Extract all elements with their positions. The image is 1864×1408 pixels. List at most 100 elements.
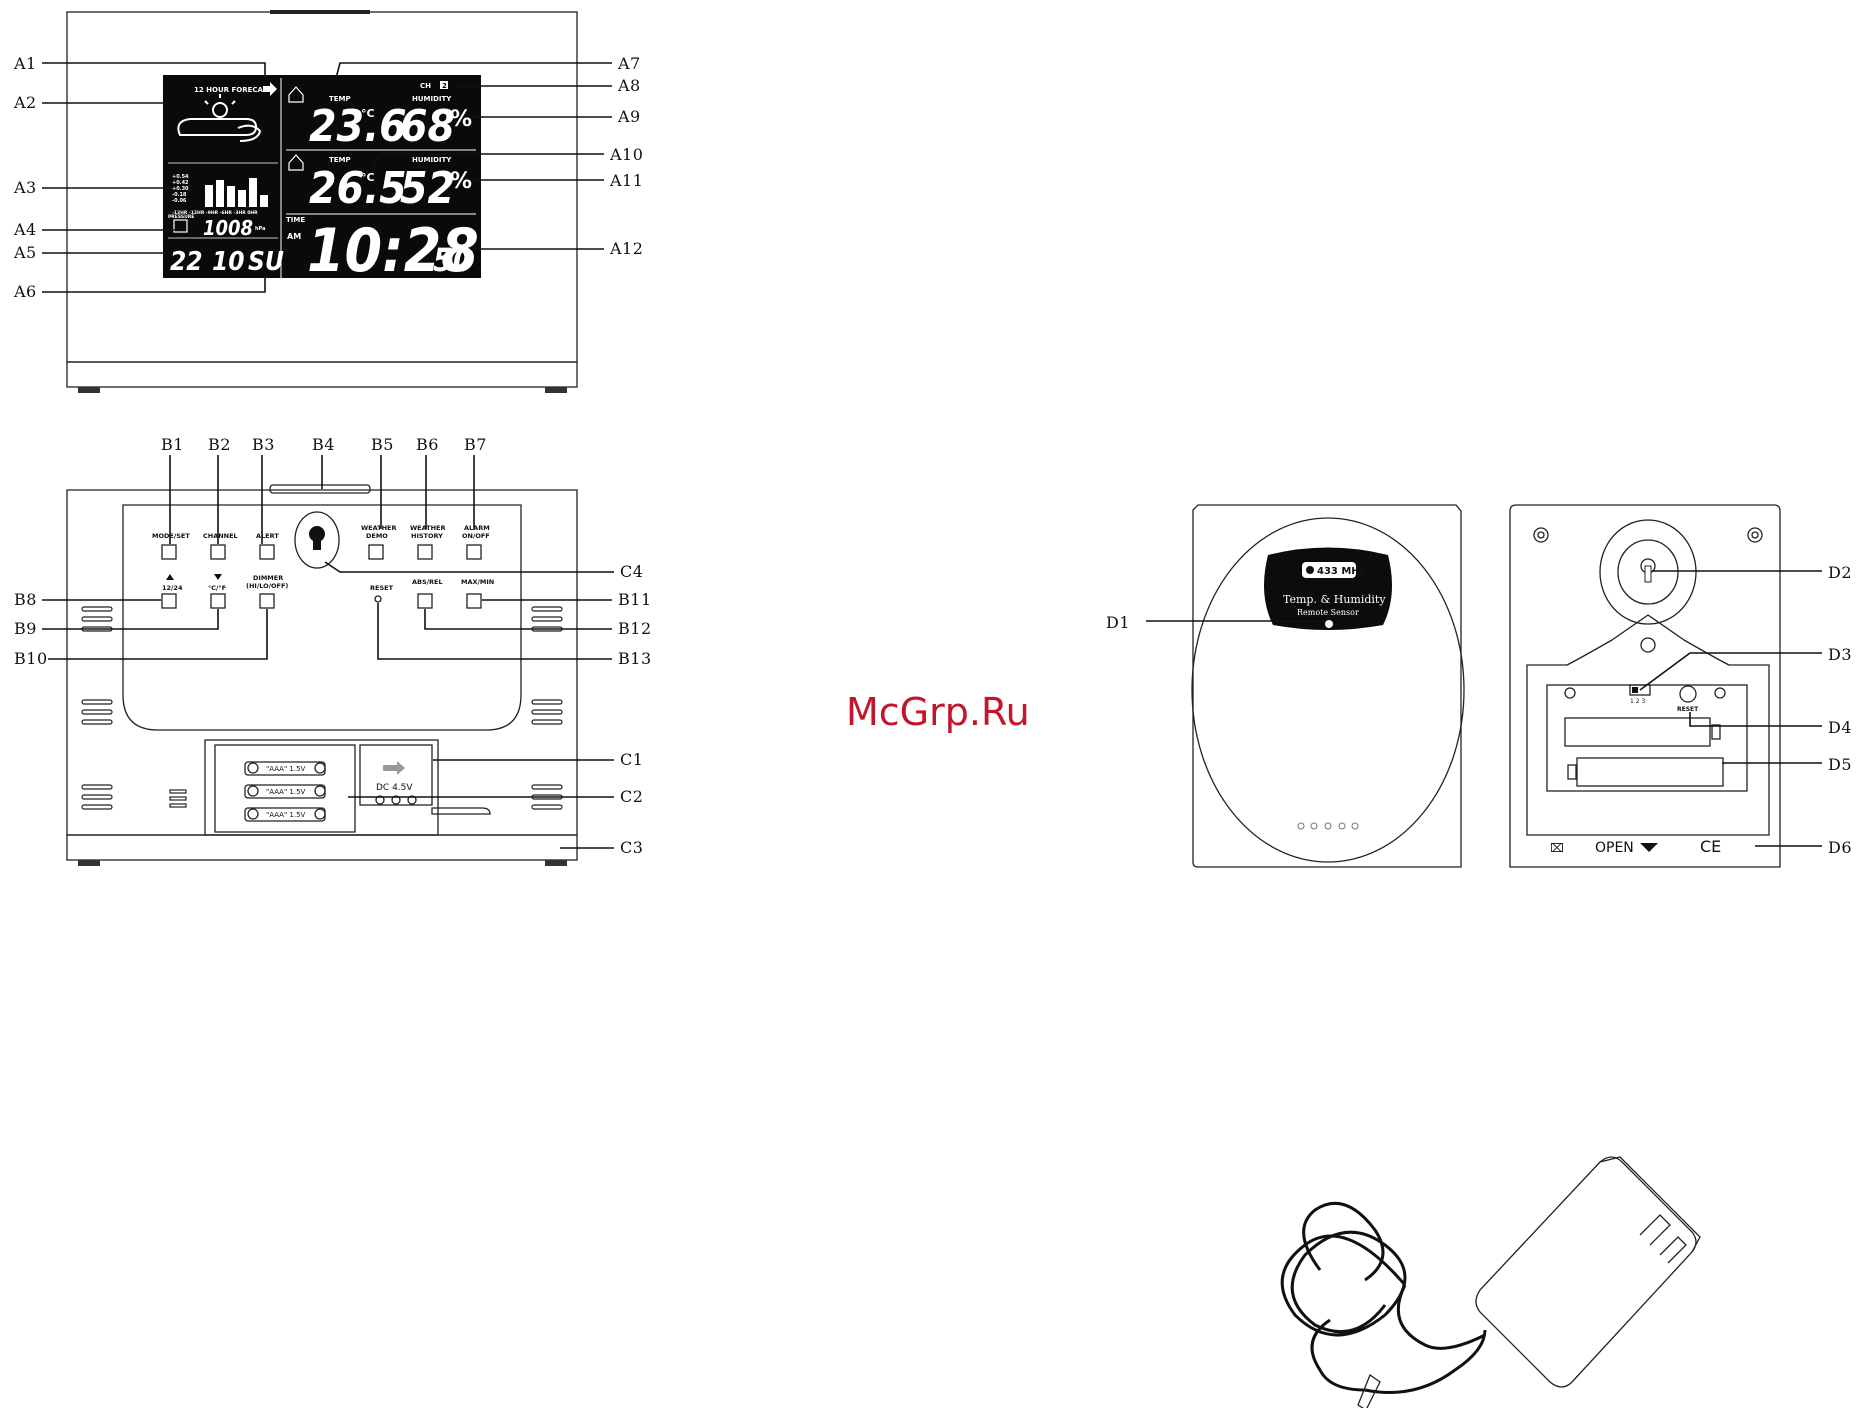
power-cord (1280, 1201, 1487, 1394)
sensor-reset-button[interactable] (1679, 685, 1697, 703)
time-value: 10:28 (307, 216, 479, 286)
forecast-title: 12 HOUR FORECAST (194, 86, 273, 94)
callout-b10: B10 (14, 649, 48, 668)
sensor-back-body (1509, 504, 1781, 868)
svg-text:-0.18: -0.18 (172, 192, 187, 198)
channel-label: CH (420, 82, 431, 90)
callout-b6: B6 (416, 435, 439, 454)
up-arrow-icon (166, 574, 174, 580)
reset-label: RESET (370, 584, 394, 592)
weather-demo-button[interactable] (368, 544, 384, 560)
down-cf-label: °C/°F (208, 584, 226, 592)
outdoor-temp: 23.6 (309, 101, 407, 152)
sensor-subtitle: Remote Sensor (1297, 608, 1359, 617)
history-bar-graph (205, 178, 268, 207)
outdoor-temp-unit: °C (361, 107, 375, 120)
max-min-button[interactable] (466, 593, 482, 609)
callout-a1: A1 (13, 54, 37, 73)
down-cf-button[interactable] (210, 593, 226, 609)
abs-rel-button[interactable] (417, 593, 433, 609)
outdoor-temp-label: TEMP (329, 95, 351, 103)
sensor-hanging-hole (1599, 519, 1697, 625)
indoor-house-icon (288, 154, 304, 171)
callout-b1: B1 (161, 435, 184, 454)
up-1224-button[interactable] (161, 593, 177, 609)
recycle-bin-icon: ⌧ (1550, 841, 1564, 855)
callout-d3: D3 (1828, 645, 1852, 664)
weather-demo-label-2: DEMO (366, 532, 388, 540)
outdoor-humidity-label: HUMIDITY (412, 95, 452, 103)
abs-rel-label: ABS/REL (412, 578, 443, 586)
mode-set-button[interactable] (161, 544, 177, 560)
callout-d2: D2 (1828, 563, 1852, 582)
callout-d5: D5 (1828, 755, 1852, 774)
callout-b4: B4 (312, 435, 335, 454)
front-view: 12 HOUR FORECAST +0.54 +0.42 +0.30 -0.18… (13, 10, 643, 393)
plug-prong (1639, 1214, 1671, 1246)
back-base (66, 834, 578, 861)
callout-b7: B7 (464, 435, 487, 454)
callout-a6: A6 (13, 282, 37, 301)
callout-d1: D1 (1106, 613, 1130, 632)
callout-b13: B13 (618, 649, 652, 668)
channel-label: CHANNEL (203, 532, 238, 540)
sensor-front-body (1192, 504, 1462, 868)
callout-a7: A7 (617, 54, 641, 73)
callout-a2: A2 (13, 93, 37, 112)
callout-a9: A9 (617, 107, 641, 126)
pressure-unit: hPa (255, 226, 265, 232)
alarm-label-1: ALARM (464, 524, 490, 532)
watermark: McGrp.Ru (846, 690, 1030, 734)
alert-label: ALERT (256, 532, 279, 540)
date-day: 22 (170, 247, 203, 277)
adapter-body (1475, 1156, 1697, 1388)
weather-history-button[interactable] (417, 544, 433, 560)
weather-history-label-1: WEATHER (410, 524, 445, 532)
callout-a10: A10 (609, 145, 643, 164)
alarm-button[interactable] (466, 544, 482, 560)
svg-text:-12HR -12HR -9HR -6HR -3HR 0HR: -12HR -12HR -9HR -6HR -3HR 0HR (172, 210, 258, 216)
callout-b11: B11 (618, 590, 652, 609)
sensor-dots (1297, 822, 1359, 830)
switch-numbers: 1 2 3 (1630, 698, 1645, 705)
callout-a5: A5 (13, 243, 37, 262)
svg-text:+0.54: +0.54 (172, 174, 189, 180)
sensor-label-plate (1264, 547, 1392, 630)
battery-label-2: "AAA" 1.5V (266, 788, 306, 796)
callout-d4: D4 (1828, 718, 1852, 737)
back-housing (66, 489, 578, 836)
alert-button[interactable] (259, 544, 275, 560)
time-label: TIME (286, 216, 305, 224)
dc-arrow-icon (383, 761, 405, 775)
dc-connector (1357, 1373, 1381, 1408)
reset-pinhole[interactable] (374, 595, 382, 603)
callout-c3: C3 (620, 838, 643, 857)
channel-switch[interactable] (1629, 684, 1651, 696)
svg-text:+0.30: +0.30 (172, 186, 189, 192)
vent-slots (81, 606, 563, 810)
ampm: AM (287, 232, 301, 241)
weather-demo-label-1: WEATHER (361, 524, 396, 532)
wall-mount-keyhole (294, 511, 340, 569)
svg-text:-0.06: -0.06 (172, 198, 187, 204)
callout-a3: A3 (13, 178, 37, 197)
callout-b5: B5 (371, 435, 394, 454)
callout-a8: A8 (617, 76, 641, 95)
callout-a4: A4 (13, 220, 37, 239)
dimmer-label-2: (HI/LO/OFF) (246, 582, 288, 590)
battery-compartment: "AAA" 1.5V "AAA" 1.5V "AAA" 1.5V DC 4.5V (204, 739, 491, 836)
sensor-reset-label: RESET (1677, 706, 1699, 713)
dimmer-button[interactable] (259, 593, 275, 609)
arrow-icon (263, 82, 277, 96)
down-arrow-icon (214, 574, 222, 580)
sun-cloud-icon (177, 94, 262, 142)
lcd-screen (163, 75, 481, 278)
open-arrow-icon (1640, 843, 1658, 852)
outdoor-house-icon (288, 86, 304, 103)
callout-c4: C4 (620, 562, 643, 581)
callout-a12: A12 (609, 239, 643, 258)
back-view: MODE/SET CHANNEL ALERT WEATHER DEMO WEAT… (14, 435, 652, 866)
channel-button[interactable] (210, 544, 226, 560)
back-button-panel (122, 504, 522, 731)
indoor-temp-label: TEMP (329, 156, 351, 164)
